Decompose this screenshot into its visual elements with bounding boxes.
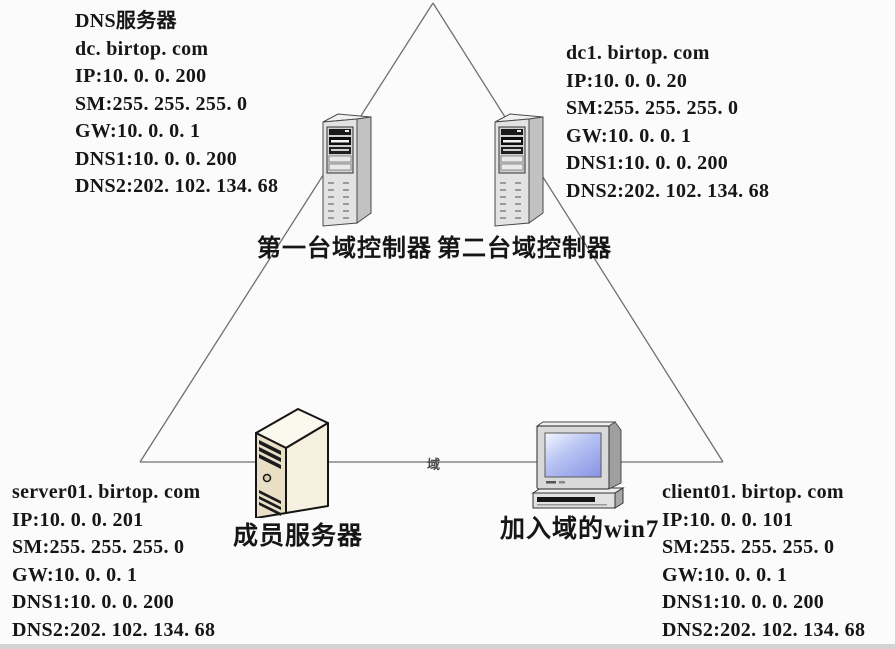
host-config-dc1: dc1. birtop. com IP:10. 0. 0. 20 SM:255.…: [566, 40, 769, 205]
host-ip: IP:10. 0. 0. 201: [12, 508, 144, 531]
domain-label: 域: [427, 457, 441, 472]
caption-domain-controller-2: 第二台域控制器: [437, 236, 612, 262]
tower-server-icon: [322, 113, 372, 227]
host-dns2: DNS2:202. 102. 134. 68: [566, 179, 770, 202]
host-gateway: GW:10. 0. 0. 1: [662, 563, 788, 586]
host-dns2: DNS2:202. 102. 134. 68: [75, 175, 279, 197]
tower-server-icon: [494, 113, 544, 227]
triangle-left-edge: [139, 2, 434, 463]
host-subnet-mask: SM:255. 255. 255. 0: [566, 97, 739, 119]
host-fqdn: dc. birtop. com: [75, 37, 209, 60]
host-fqdn: client01. birtop. com: [662, 481, 844, 503]
host-subnet-mask: SM:255. 255. 255. 0: [12, 536, 185, 558]
member-server-tower-icon: [255, 408, 329, 518]
host-gateway: GW:10. 0. 0. 1: [75, 120, 201, 142]
caption-domain-controller-1: 第一台域控制器: [257, 236, 432, 262]
host-ip: IP:10. 0. 0. 20: [566, 69, 688, 92]
host-dns1: DNS1:10. 0. 0. 200: [662, 591, 825, 613]
host-dns1: DNS1:10. 0. 0. 200: [75, 147, 238, 170]
host-fqdn: dc1. birtop. com: [566, 42, 710, 64]
host-config-dns-server: DNS服务器 dc. birtop. com IP:10. 0. 0. 200 …: [75, 8, 278, 201]
host-config-server01: server01. birtop. com IP:10. 0. 0. 201 S…: [12, 479, 215, 644]
caption-win7-client: 加入域的win7: [500, 516, 660, 543]
host-ip: IP:10. 0. 0. 200: [75, 65, 207, 87]
host-fqdn: server01. birtop. com: [12, 481, 201, 503]
host-dns1: DNS1:10. 0. 0. 200: [12, 591, 175, 613]
host-dns1: DNS1:10. 0. 0. 200: [566, 152, 729, 174]
host-role-label: DNS服务器: [75, 10, 177, 32]
triangle-right-edge: [432, 2, 724, 463]
host-subnet-mask: SM:255. 255. 255. 0: [75, 92, 248, 115]
host-subnet-mask: SM:255. 255. 255. 0: [662, 536, 835, 558]
host-gateway: GW:10. 0. 0. 1: [566, 124, 692, 147]
host-config-client01: client01. birtop. com IP:10. 0. 0. 101 S…: [662, 479, 865, 644]
page-bottom-edge: [0, 644, 895, 649]
host-gateway: GW:10. 0. 0. 1: [12, 563, 138, 586]
host-dns2: DNS2:202. 102. 134. 68: [12, 618, 216, 641]
desktop-computer-icon: [531, 421, 625, 509]
caption-member-server: 成员服务器: [233, 523, 364, 550]
host-ip: IP:10. 0. 0. 101: [662, 508, 794, 531]
host-dns2: DNS2:202. 102. 134. 68: [662, 618, 866, 641]
